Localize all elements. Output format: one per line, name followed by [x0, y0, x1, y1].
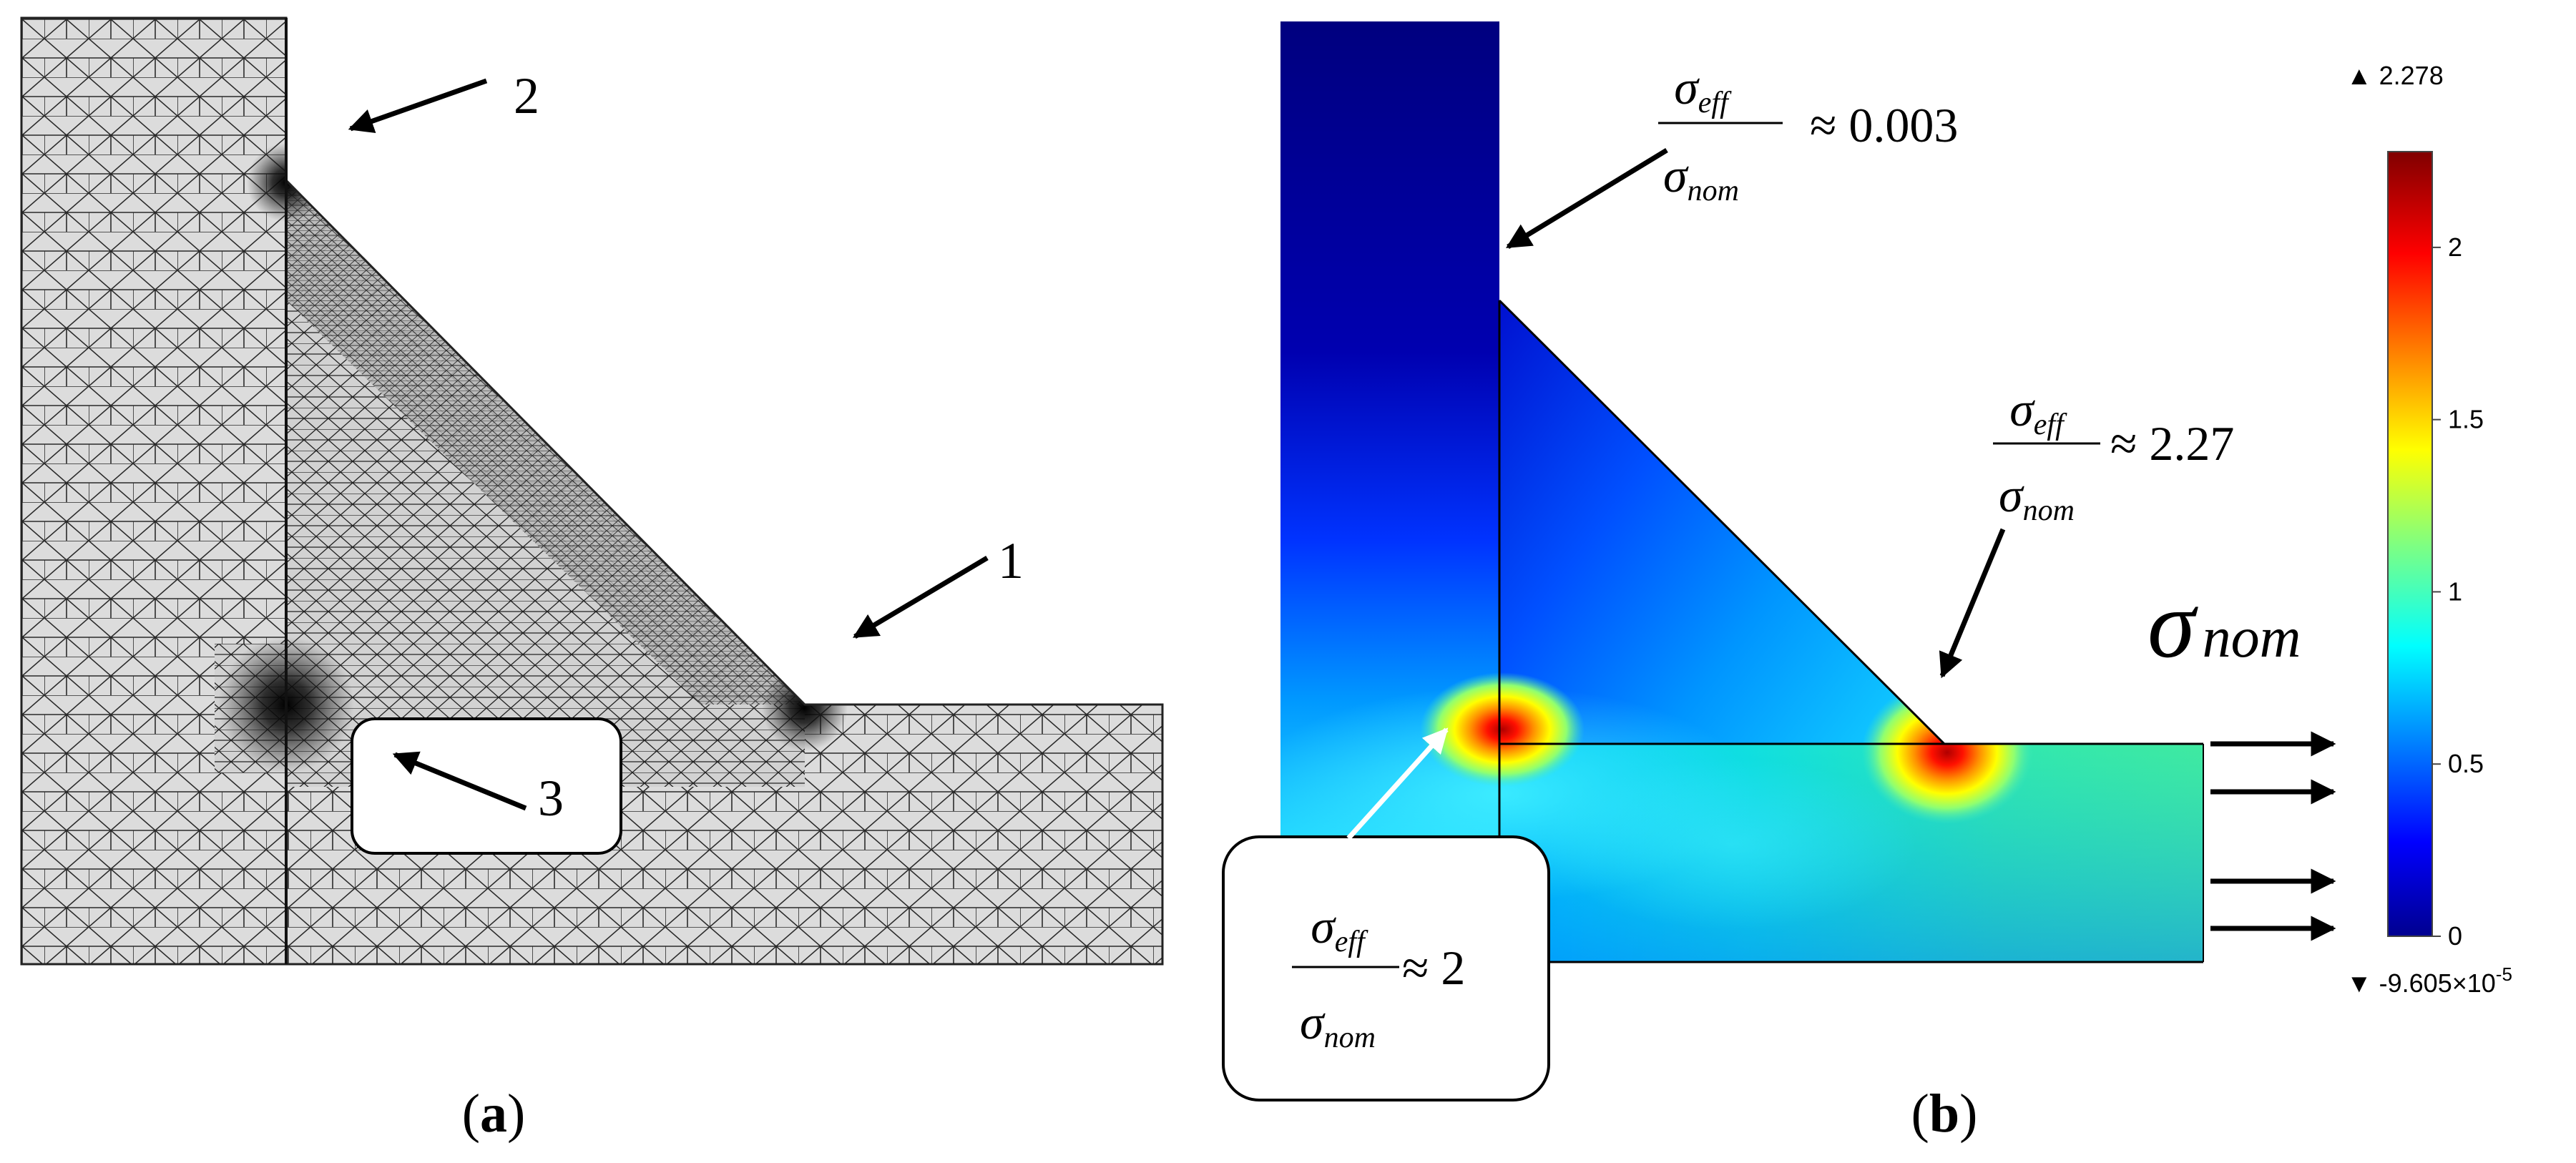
- load-symbol: σ: [2148, 571, 2198, 678]
- top-denominator-sub: nom: [1688, 175, 1739, 207]
- callout-2: 2: [348, 67, 539, 134]
- callout-1: 1: [852, 532, 1024, 639]
- root-approx: ≈ 2: [1402, 941, 1465, 995]
- root-numerator: σ: [1311, 899, 1336, 953]
- root-denominator-sub: nom: [1324, 1021, 1376, 1054]
- caption-b-letter: b: [1929, 1084, 1959, 1144]
- notch-denominator: σ: [1999, 468, 2024, 522]
- notch-denominator-sub: nom: [2023, 494, 2075, 527]
- colorbar-tick-label: 2: [2448, 232, 2462, 262]
- root-numerator-sub: eff: [1335, 926, 1368, 958]
- colorbar-ticks: 2 1.5 1 0.5 0: [2432, 232, 2484, 951]
- svg-text:σnom: σnom: [2148, 571, 2301, 678]
- callout-3-box: [351, 717, 622, 855]
- colorbar-gradient: [2387, 151, 2433, 937]
- annotation-top: σeff σnom ≈ 0.003: [1506, 60, 1958, 249]
- colorbar-tick-label: 0: [2448, 921, 2462, 951]
- annotation-root: σeff σnom ≈ 2: [1222, 727, 1550, 1101]
- callout-3-label: 3: [538, 770, 564, 827]
- notch-numerator-sub: eff: [2034, 408, 2067, 441]
- colorbar-min-label: ▼ -9.605×10-5: [2346, 963, 2512, 998]
- notch-numerator: σ: [2009, 382, 2035, 436]
- hotspot-root: [1420, 672, 1585, 787]
- svg-text:(a): (a): [462, 1084, 526, 1144]
- callout-3: 3: [351, 717, 622, 855]
- caption-a: (a): [462, 1084, 526, 1144]
- svg-text:(b): (b): [1911, 1084, 1978, 1144]
- colorbar-tick-label: 0.5: [2448, 749, 2484, 778]
- colorbar-tick-label: 1.5: [2448, 405, 2484, 434]
- annotation-root-box: [1222, 835, 1550, 1101]
- root-denominator: σ: [1300, 995, 1326, 1049]
- caption-a-letter: a: [480, 1084, 507, 1144]
- svg-text:σeff: σeff: [1674, 60, 1732, 119]
- colorbar-max-label: ▲ 2.278: [2346, 61, 2444, 90]
- annotation-notch: σeff σnom ≈ 2.27: [1939, 382, 2234, 679]
- hotspot-notch: [1861, 681, 2033, 824]
- top-denominator: σ: [1663, 148, 1689, 202]
- colorbar: ▲ 2.278 2 1.5 1 0.5 0 ▼ -9.605×10-5: [2346, 61, 2512, 998]
- svg-text:σeff: σeff: [1311, 899, 1368, 958]
- panel-b-contour: [1280, 21, 2204, 963]
- svg-text:σnom: σnom: [1999, 468, 2075, 527]
- svg-text:σnom: σnom: [1300, 995, 1376, 1054]
- load-arrows: [2210, 731, 2336, 941]
- colorbar-tick-label: 1: [2448, 576, 2462, 606]
- notch-approx: ≈ 2.27: [2110, 416, 2234, 471]
- svg-text:σnom: σnom: [1663, 148, 1739, 207]
- top-numerator-sub: eff: [1698, 87, 1732, 119]
- top-approx: ≈ 0.003: [1810, 98, 1958, 152]
- load-subscript: nom: [2203, 607, 2301, 669]
- top-numerator: σ: [1674, 60, 1700, 114]
- callout-2-label: 2: [514, 67, 539, 124]
- caption-b: (b): [1911, 1084, 1978, 1144]
- svg-text:σeff: σeff: [2009, 382, 2067, 441]
- callout-1-label: 1: [998, 532, 1024, 589]
